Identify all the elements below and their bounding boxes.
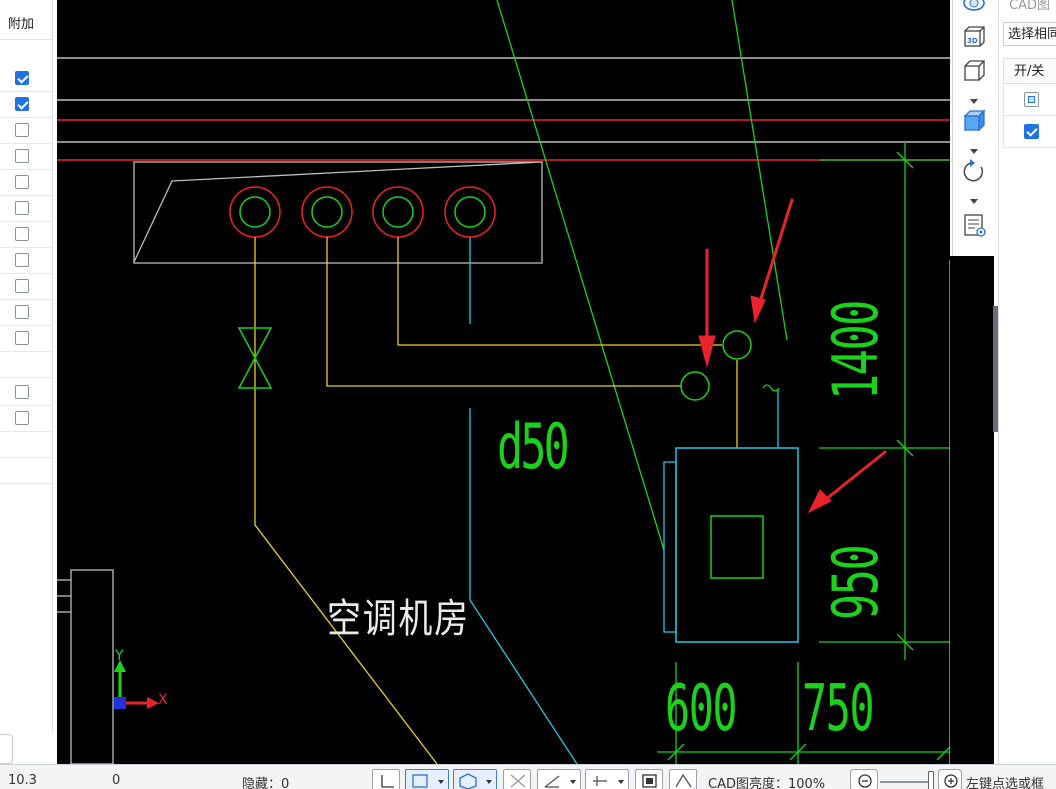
orbit-icon[interactable]: [961, 0, 987, 16]
property-row-empty: [0, 352, 52, 378]
panel-input-box[interactable]: [0, 734, 13, 764]
dimension-toggle-button[interactable]: [585, 769, 629, 789]
properties-panel: 附加: [0, 0, 53, 732]
property-checkbox[interactable]: [15, 411, 29, 425]
coordinate-readout: 10.3: [8, 773, 37, 788]
chevron-down-icon[interactable]: [970, 94, 978, 104]
dimension-vertical-top: 1400: [819, 301, 892, 400]
3d-view-icon[interactable]: 3D: [961, 24, 987, 50]
layer-toggle-checkbox[interactable]: [1024, 124, 1039, 139]
chevron-down-icon[interactable]: [970, 144, 978, 154]
property-row: [0, 274, 52, 300]
property-row: [0, 66, 52, 92]
pipe-size-label: d50: [497, 410, 570, 483]
display-toggle-button[interactable]: [635, 769, 663, 789]
measure-toggle-button[interactable]: [669, 769, 697, 789]
dimension-vertical-bottom: 950: [819, 545, 892, 620]
panel-splitter-handle[interactable]: [993, 306, 999, 432]
panel-title: CAD图: [1009, 0, 1050, 13]
property-row: [0, 406, 52, 432]
property-checkbox[interactable]: [15, 331, 29, 345]
property-checkbox[interactable]: [15, 71, 29, 85]
property-row: [0, 170, 52, 196]
select-same-button[interactable]: 选择相同: [1003, 22, 1056, 46]
snap-toggle-button[interactable]: [405, 769, 449, 789]
svg-text:3D: 3D: [967, 37, 978, 45]
property-row: [0, 196, 52, 222]
status-hint: 左键点选或框: [966, 777, 1045, 789]
dimension-horizontal-right: 750: [802, 672, 875, 746]
property-row: [0, 144, 52, 170]
column-header-attach: 附加: [0, 10, 52, 40]
axis-y-label: Y: [115, 648, 124, 664]
layer-toggle-checkbox[interactable]: [1024, 92, 1039, 107]
layer-row: [1003, 84, 1056, 116]
property-row-empty: [0, 432, 52, 458]
property-row: [0, 326, 52, 352]
property-row: [0, 248, 52, 274]
property-checkbox[interactable]: [15, 227, 29, 241]
property-row: [0, 300, 52, 326]
column-header-onoff: 开/关: [1003, 58, 1056, 84]
property-checkbox[interactable]: [15, 97, 29, 111]
brightness-slider-thumb[interactable]: [928, 771, 934, 789]
property-checkbox[interactable]: [15, 385, 29, 399]
property-checkbox[interactable]: [15, 175, 29, 189]
property-checkbox[interactable]: [15, 149, 29, 163]
cad-brightness-label: CAD图亮度：100%: [708, 777, 826, 789]
cube-solid-icon[interactable]: [961, 108, 987, 134]
property-row-empty: [0, 458, 52, 484]
property-checkbox[interactable]: [15, 201, 29, 215]
brightness-slider-track[interactable]: [880, 781, 932, 783]
cad-layer-panel: CAD图 选择相同 开/关: [998, 0, 1056, 764]
property-checkbox[interactable]: [15, 279, 29, 293]
hidden-count: 隐藏：0: [242, 777, 290, 789]
dimension-horizontal-left: 600: [665, 672, 738, 746]
ortho-toggle-button[interactable]: [372, 769, 400, 789]
layer-row: [1003, 116, 1056, 148]
canvas-edge-strip: [950, 256, 994, 764]
3d-snap-toggle-button[interactable]: [453, 769, 497, 789]
cad-canvas[interactable]: 空调机房 d50 1400 950 600 750 Y X: [57, 0, 950, 764]
property-row: [0, 380, 52, 406]
room-label: 空调机房: [327, 596, 470, 642]
cad-drawing: [57, 0, 950, 764]
status-value: 0: [112, 773, 121, 788]
rotate-icon[interactable]: [961, 158, 987, 184]
property-checkbox[interactable]: [15, 253, 29, 267]
zoom-out-button[interactable]: [850, 769, 878, 789]
property-row: [0, 118, 52, 144]
property-row: [0, 222, 52, 248]
status-bar: 10.3 0 隐藏：0 CAD图亮度：100% 左键点选或框: [0, 764, 1056, 789]
property-checkbox[interactable]: [15, 305, 29, 319]
chevron-down-icon[interactable]: [970, 194, 978, 204]
layer-view-icon[interactable]: [961, 212, 987, 238]
property-checkbox[interactable]: [15, 123, 29, 137]
axis-x-label: X: [158, 692, 168, 708]
zoom-in-button[interactable]: [938, 769, 962, 789]
property-row: [0, 92, 52, 118]
cross-toggle-button[interactable]: [503, 769, 531, 789]
cube-icon[interactable]: [961, 58, 987, 84]
angle-toggle-button[interactable]: [537, 769, 581, 789]
view-toolbar: 3D: [952, 0, 995, 256]
